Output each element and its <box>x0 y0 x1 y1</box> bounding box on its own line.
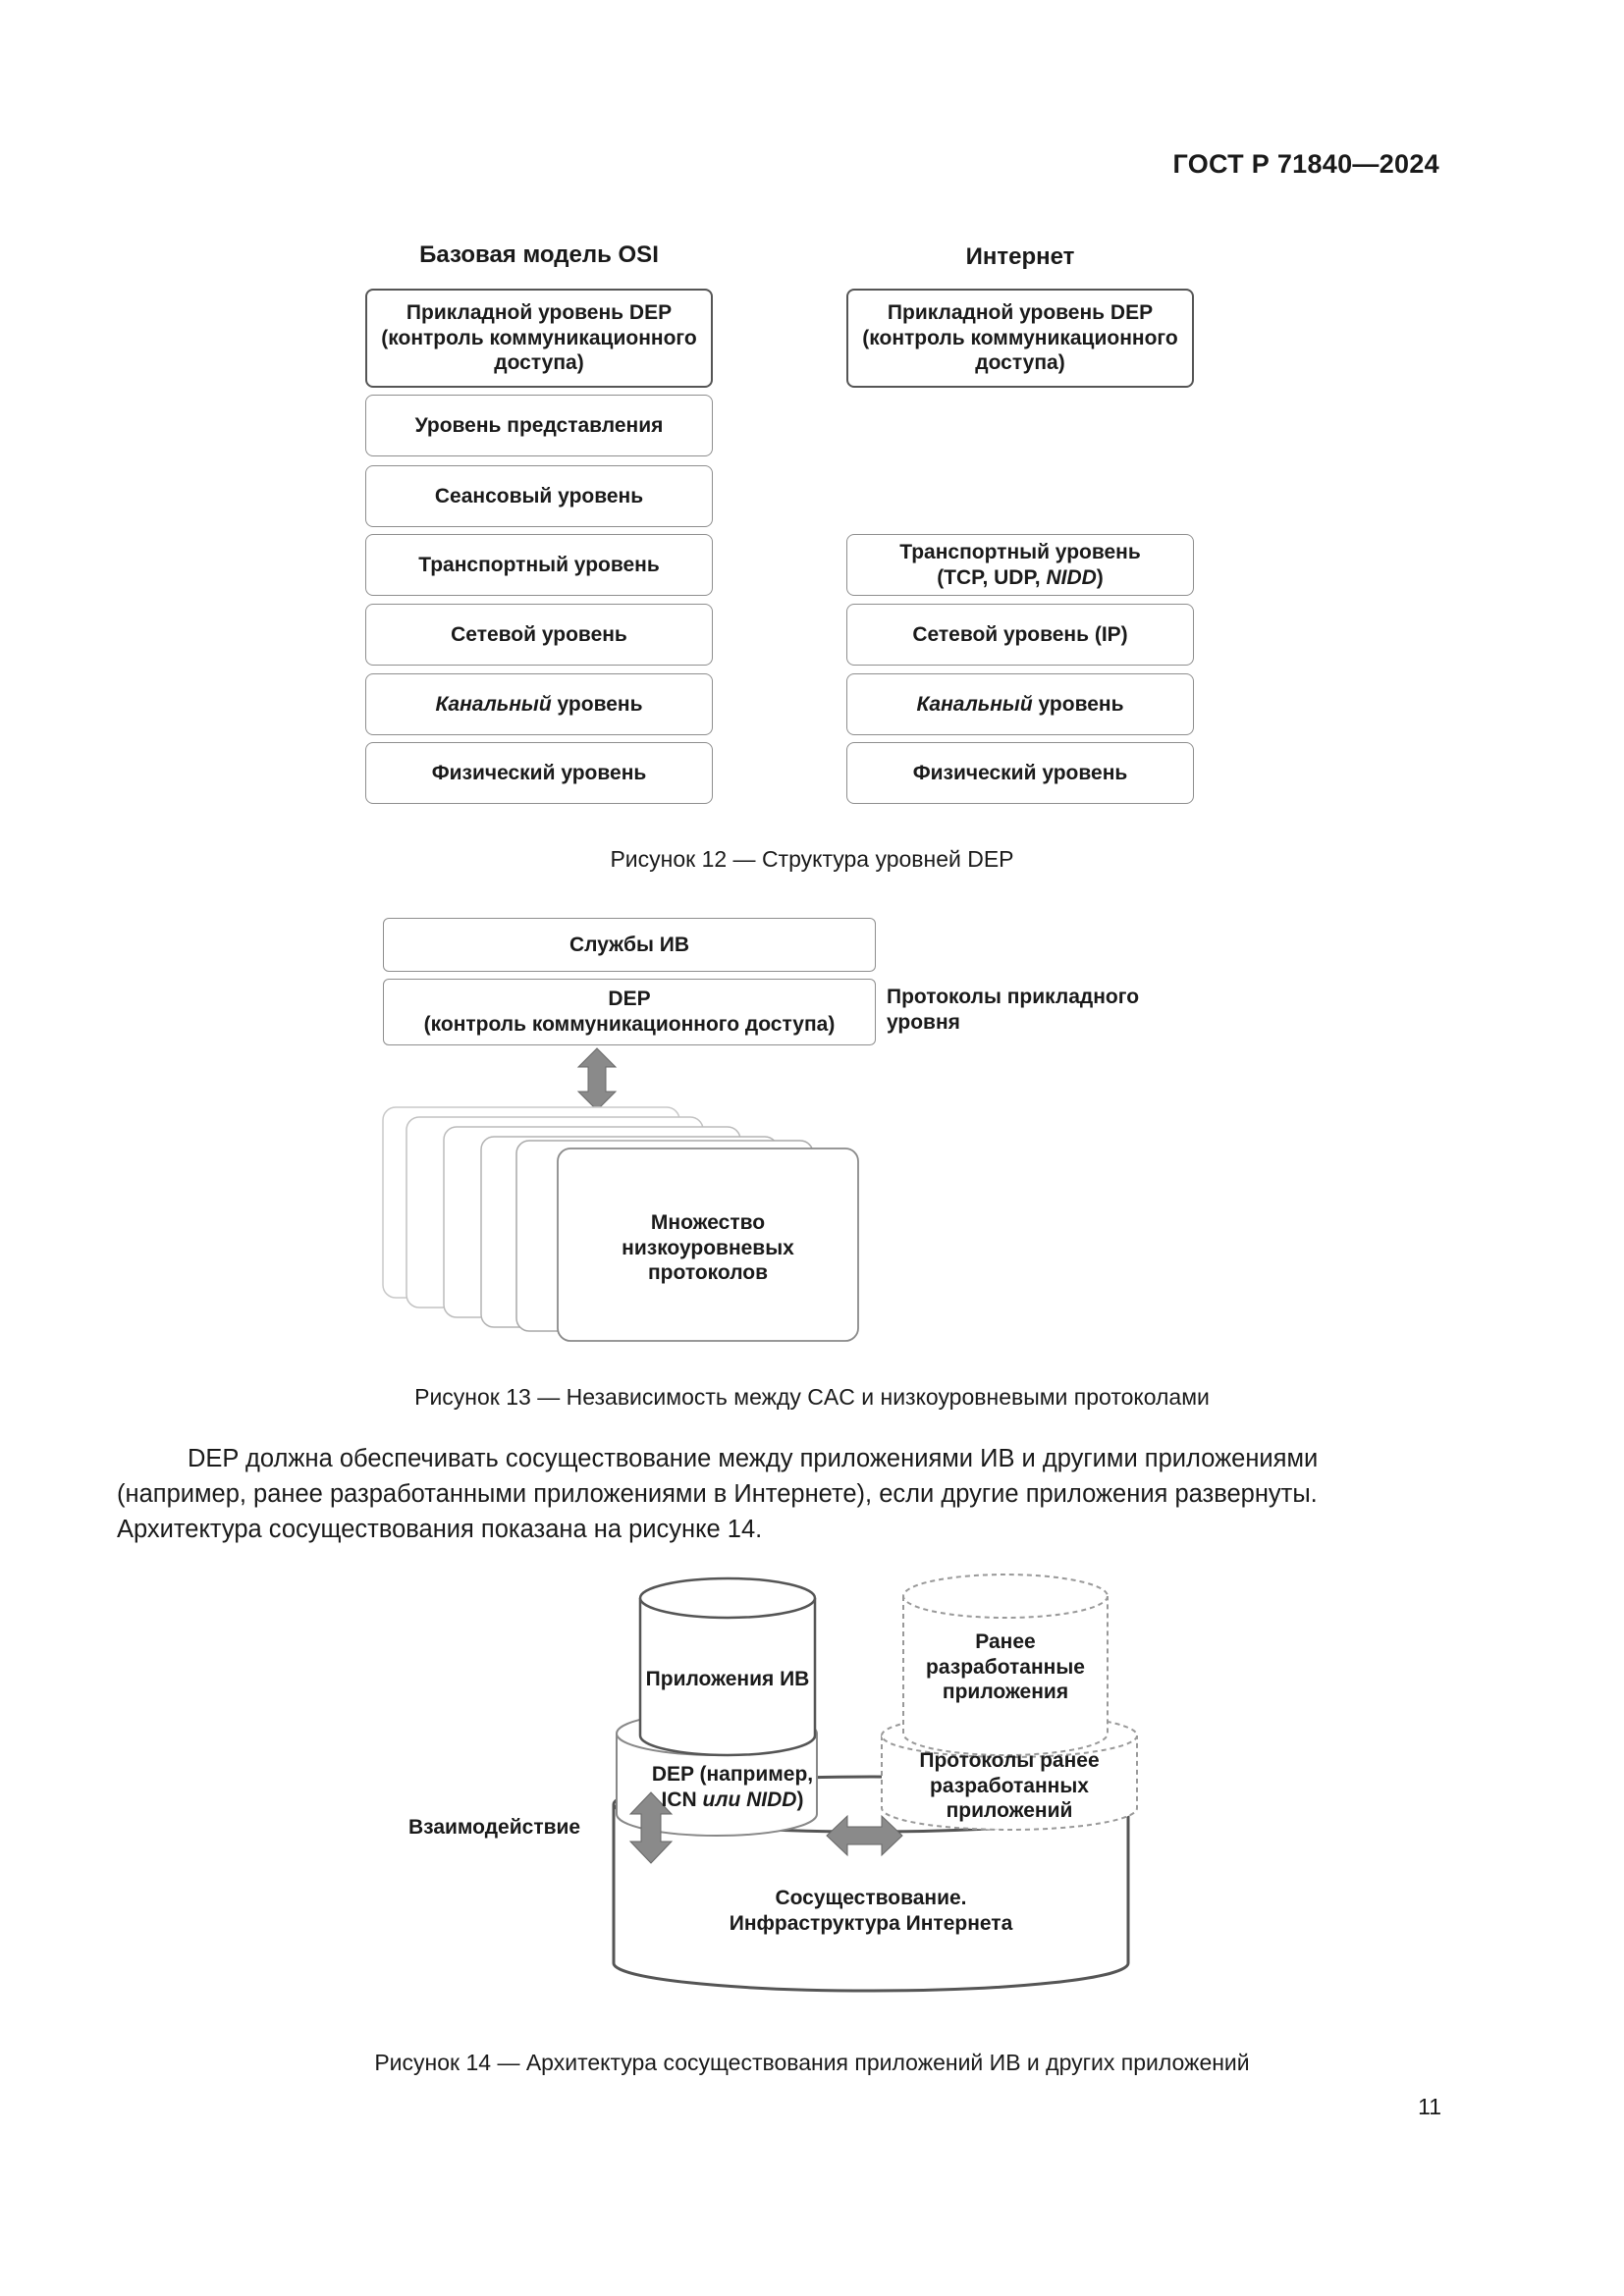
iv-apps-cylinder-top <box>638 1576 817 1620</box>
legacy-protocols-cylinder <box>881 1735 1138 1831</box>
vertical-double-arrow-icon <box>628 1791 674 1864</box>
osi-transport-layer: Транспортный уровень <box>365 534 713 596</box>
legacy-protocols-label: Протоколы ранее разработанных приложений <box>882 1748 1137 1824</box>
iv-services-box: Службы ИВ <box>383 918 876 972</box>
paragraph-line: Архитектура сосуществования показана на … <box>117 1516 763 1543</box>
layer-label-italic: Канальный <box>916 692 1033 716</box>
horizontal-double-arrow-icon <box>826 1814 903 1857</box>
label-line: DEP (например, <box>651 1763 814 1786</box>
layer-label: Сеансовый уровень <box>434 484 644 507</box>
layer-label: Физический уровень <box>912 761 1128 784</box>
infrastructure-cylinder <box>612 1804 1130 1993</box>
layer-label-rest: уровень <box>551 692 643 716</box>
layer-label: Транспортный уровень <box>418 553 660 576</box>
layer-label: Сетевой уровень (IP) <box>912 622 1128 646</box>
application-protocols-label: Протоколы прикладного уровня <box>887 985 1139 1035</box>
figure-14-graphics <box>612 1574 1138 1993</box>
osi-datalink-layer: Канальный уровень <box>365 673 713 735</box>
paragraph-line: (например, ранее разработанными приложен… <box>117 1480 1318 1508</box>
page-number: 11 <box>1418 2094 1441 2119</box>
layer-label: Канальный уровень <box>436 692 643 718</box>
layer-label: Уровень представления <box>414 413 664 437</box>
layer-label: Прикладной уровень DEP <box>887 301 1154 325</box>
legacy-apps-cylinder <box>902 1596 1109 1756</box>
low-level-protocols-label: Множество низкоуровневых протоколов <box>558 1210 858 1286</box>
protocol-card-front <box>557 1148 859 1342</box>
internet-physical-layer: Физический уровень <box>846 742 1194 804</box>
osi-column-title: Базовая модель OSI <box>419 241 659 268</box>
label-line: уровня <box>887 1010 960 1034</box>
label-line: Сосуществование. <box>775 1887 967 1909</box>
layer-label: Транспортный уровень <box>899 540 1141 563</box>
layer-label: Прикладной уровень DEP <box>406 301 673 325</box>
osi-presentation-layer: Уровень представления <box>365 395 713 456</box>
box-label: (контроль коммуникационного доступа) <box>423 1013 836 1036</box>
label-line: Инфраструктура Интернета <box>729 1911 1013 1935</box>
layer-label-rest: уровень <box>1032 692 1124 716</box>
layer-label-part: (TCP, UDP, <box>937 565 1047 589</box>
label-line: ICN или NIDD) <box>628 1788 837 1813</box>
dep-cac-box: DEP (контроль коммуникационного доступа) <box>383 979 876 1045</box>
layer-label: (TCP, UDP, NIDD) <box>937 565 1104 591</box>
layer-label-italic: Канальный <box>435 692 552 716</box>
internet-application-layer: Прикладной уровень DEP (контроль коммуни… <box>846 289 1194 388</box>
iv-apps-cylinder <box>638 1598 817 1757</box>
iv-apps-label: Приложения ИВ <box>645 1668 810 1690</box>
body-paragraph: DEP должна обеспечивать сосуществование … <box>117 1441 1448 1547</box>
label-line: низкоуровневых <box>622 1236 794 1259</box>
legacy-apps-label: Ранее разработанные приложения <box>903 1629 1108 1705</box>
label-line: разработанных <box>930 1774 1089 1797</box>
label-italic: или NIDD <box>702 1788 797 1811</box>
document-code: ГОСТ Р 71840—2024 <box>1172 149 1439 179</box>
layer-label: Физический уровень <box>431 761 647 784</box>
label-line: приложений <box>946 1799 1073 1823</box>
osi-session-layer: Сеансовый уровень <box>365 465 713 527</box>
box-label: DEP <box>608 988 651 1011</box>
infrastructure-label: Сосуществование. Инфраструктура Интернет… <box>614 1886 1128 1936</box>
osi-application-layer: Прикладной уровень DEP (контроль коммуни… <box>365 289 713 388</box>
label-part: ICN <box>661 1788 703 1811</box>
internet-network-layer: Сетевой уровень (IP) <box>846 604 1194 666</box>
label-part: ) <box>796 1788 804 1811</box>
label-line: Протоколы прикладного <box>887 986 1140 1008</box>
layer-label: (контроль коммуникационного <box>381 326 697 349</box>
layer-label: Канальный уровень <box>917 692 1124 718</box>
osi-physical-layer: Физический уровень <box>365 742 713 804</box>
paragraph-line: DEP должна обеспечивать сосуществование … <box>188 1445 1319 1472</box>
dep-label: DEP (например, ICN или NIDD) <box>628 1762 837 1812</box>
figure-13-graphics <box>382 1047 859 1342</box>
label-line: Ранее <box>975 1630 1036 1653</box>
label-line: приложения <box>942 1681 1069 1704</box>
figure-12-caption: Рисунок 12 — Структура уровней DEP <box>610 846 1014 872</box>
figure-13-caption: Рисунок 13 — Независимость между CAC и н… <box>414 1384 1210 1410</box>
internet-datalink-layer: Канальный уровень <box>846 673 1194 735</box>
layer-label: доступа) <box>494 351 584 375</box>
label-line: протоколов <box>648 1261 768 1285</box>
layer-label-part: ) <box>1096 565 1104 589</box>
box-label: Службы ИВ <box>568 933 690 956</box>
internet-column-title: Интернет <box>965 243 1075 270</box>
osi-network-layer: Сетевой уровень <box>365 604 713 666</box>
layer-label: Сетевой уровень <box>451 622 627 646</box>
internet-transport-layer: Транспортный уровень (TCP, UDP, NIDD) <box>846 534 1194 596</box>
label-line: Множество <box>650 1211 766 1234</box>
double-arrow-icon <box>576 1047 618 1111</box>
layer-label: (контроль коммуникационного <box>862 326 1178 349</box>
layer-label-italic: NIDD <box>1046 565 1097 589</box>
label-line: разработанные <box>926 1655 1085 1679</box>
interaction-label: Взаимодействие <box>408 1816 581 1839</box>
label-line: Протоколы ранее <box>919 1749 1100 1772</box>
layer-label: доступа) <box>975 351 1065 375</box>
legacy-apps-cylinder-top <box>902 1574 1109 1619</box>
figure-14-caption: Рисунок 14 — Архитектура сосуществования… <box>374 2050 1250 2075</box>
